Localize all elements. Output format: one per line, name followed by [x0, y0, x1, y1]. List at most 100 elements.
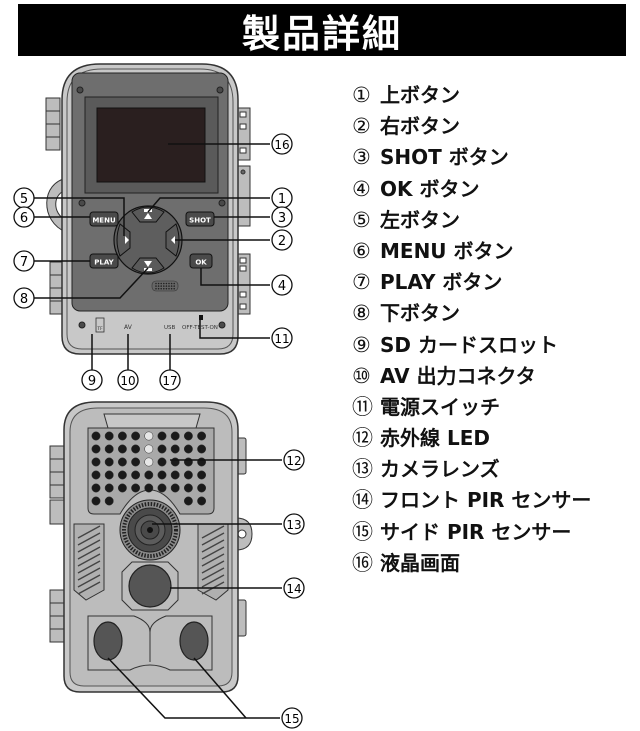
- callout-14: 14: [283, 577, 305, 599]
- grip-ridge: [201, 525, 225, 539]
- down-arrow-icon: [144, 261, 152, 267]
- ir-led: [170, 444, 180, 454]
- legend-item: ⑧ 下ボタン: [352, 298, 591, 329]
- callout-2: 2: [271, 229, 293, 251]
- ir-led: [197, 444, 207, 454]
- legend-label: MENU ボタン: [380, 238, 514, 263]
- ir-led: [131, 444, 141, 454]
- speaker-hole: [168, 287, 170, 290]
- ir-led: [197, 431, 207, 441]
- sd-card-slot[interactable]: [95, 317, 105, 333]
- speaker-hole: [155, 287, 157, 290]
- legend-label: 右ボタン: [380, 114, 460, 139]
- speaker-hole: [157, 282, 160, 285]
- speaker-hole: [160, 287, 162, 290]
- ir-led: [144, 483, 154, 493]
- svg-text:12: 12: [286, 454, 301, 468]
- lcd-screen: [96, 107, 206, 183]
- legend-label: SD カードスロット: [380, 332, 558, 357]
- play-button[interactable]: PLAY: [89, 253, 119, 269]
- grip-ridge: [77, 546, 101, 560]
- power-switch[interactable]: [199, 315, 203, 320]
- left-strap-clip: [45, 97, 65, 315]
- legend-number: ⑧: [352, 301, 371, 326]
- svg-text:2: 2: [278, 234, 286, 249]
- legend-number: ⑬: [352, 457, 373, 482]
- speaker-hole: [163, 282, 165, 285]
- svg-text:1: 1: [278, 192, 286, 207]
- ir-led: [170, 431, 180, 441]
- legend-number: ⑤: [352, 207, 371, 232]
- grip-ridge: [77, 567, 101, 581]
- legend-label: 液晶画面: [380, 550, 460, 575]
- ir-led: [104, 496, 114, 506]
- ir-led: [197, 496, 207, 506]
- legend-label: SHOT ボタン: [380, 145, 509, 170]
- speaker-hole: [168, 285, 170, 287]
- ir-led: [117, 483, 127, 493]
- ir-led: [91, 431, 101, 441]
- ir-led: [117, 457, 127, 467]
- callout-11: 11: [271, 327, 293, 349]
- grip-ridge: [77, 553, 101, 567]
- ir-led: [91, 483, 101, 493]
- grip-ridge: [77, 532, 101, 546]
- callout-5: 5: [13, 187, 35, 209]
- camera-mode-icon: [144, 209, 152, 212]
- svg-text:15: 15: [284, 712, 299, 726]
- legend-label: 下ボタン: [380, 301, 460, 326]
- usb-port-label: USB: [164, 325, 176, 331]
- legend-number: ⑩: [352, 363, 371, 388]
- mount-hole: [237, 529, 247, 539]
- menu-button[interactable]: MENU: [89, 211, 119, 227]
- callout-12: 12: [283, 449, 305, 471]
- ir-led: [183, 496, 193, 506]
- speaker-hole: [160, 282, 162, 285]
- sd-slot-label: TF: [96, 326, 103, 332]
- svg-text:3: 3: [278, 211, 286, 226]
- left-button[interactable]: [116, 223, 131, 257]
- svg-text:7: 7: [20, 255, 28, 270]
- speaker-hole: [168, 282, 170, 285]
- ir-led: [183, 483, 193, 493]
- shot-button[interactable]: SHOT: [185, 211, 215, 227]
- side-pir-sensor-right: [179, 621, 209, 661]
- callout-7: 7: [13, 250, 35, 272]
- svg-text:16: 16: [274, 138, 289, 152]
- speaker-hole: [157, 287, 160, 290]
- legend-number: ③: [352, 145, 371, 170]
- grip-ridge: [201, 567, 225, 581]
- callout-lines: [107, 459, 282, 719]
- svg-text:8: 8: [20, 292, 28, 307]
- screw-icon: [76, 86, 226, 207]
- legend-number: ⑪: [352, 394, 373, 419]
- legend-label: 左ボタン: [380, 207, 460, 232]
- ir-led: [183, 444, 193, 454]
- ir-led: [104, 457, 114, 467]
- av-port-label: AV: [124, 324, 133, 331]
- speaker-hole: [163, 285, 165, 287]
- legend-label: 赤外線 LED: [380, 426, 490, 451]
- speaker-hole: [155, 285, 157, 287]
- speaker-hole: [170, 282, 173, 285]
- ok-button[interactable]: OK: [189, 253, 213, 269]
- ir-led: [183, 431, 193, 441]
- legend-number: ⑮: [352, 519, 373, 544]
- legend-number: ⑦: [352, 270, 371, 295]
- speaker-hole: [157, 285, 160, 287]
- shot-button-label: SHOT: [189, 217, 211, 225]
- callout-17: 17: [159, 369, 181, 391]
- front-pir-sensor: [121, 561, 179, 611]
- ok-button-label: OK: [195, 259, 207, 267]
- speaker-hole: [173, 287, 175, 290]
- side-pir-sensor-left: [93, 621, 123, 661]
- ir-led: [91, 496, 101, 506]
- page-title: 製品詳細: [241, 11, 402, 56]
- ir-led: [170, 470, 180, 480]
